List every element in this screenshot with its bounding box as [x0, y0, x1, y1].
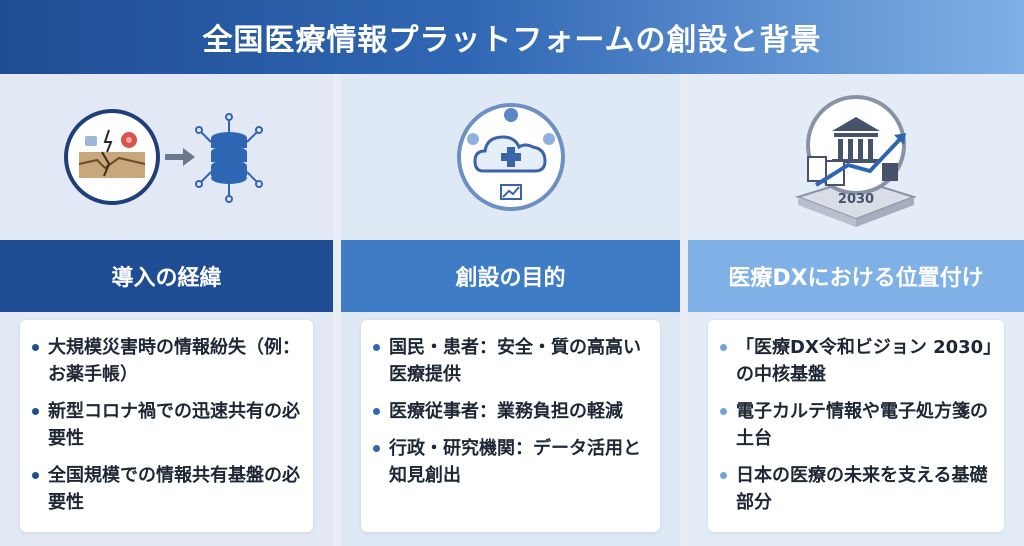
- year-label: 2030: [838, 192, 874, 207]
- column-heading: 導入の経緯: [0, 240, 333, 312]
- column-heading: 創設の目的: [341, 240, 680, 312]
- heading-purpose: 創設の目的: [455, 266, 566, 291]
- purpose-card: 国民・患者：安全・質の高高い医療提供 医療従事者：業務負担の軽減 行政・研究機関…: [361, 320, 660, 532]
- list-item: 新型コロナ禍での迅速共有の必要性: [32, 398, 303, 452]
- column-background: 導入の経緯 大規模災害時の情報紛失（例：お薬手帳） 新型コロナ禍での迅速共有の必…: [0, 74, 333, 546]
- heading-positioning: 医療DXにおける位置付け: [728, 266, 984, 291]
- icon-area: [341, 74, 680, 240]
- disaster-database-icon: [63, 109, 263, 205]
- list-item: 大規模災害時の情報紛失（例：お薬手帳）: [32, 334, 303, 388]
- list-item: 全国規模での情報共有基盤の必要性: [32, 462, 303, 516]
- icon-area: [0, 74, 333, 240]
- list-item: 国民・患者：安全・質の高高い医療提供: [373, 334, 650, 388]
- list-item: 「医療DX令和ビジョン 2030」の中核基盤: [720, 334, 994, 388]
- list-item: 電子カルテ情報や電子処方箋の土台: [720, 398, 994, 452]
- list-item: 医療従事者：業務負担の軽減: [373, 398, 650, 425]
- sparkle-icon: [968, 490, 1000, 522]
- positioning-card: 「医療DX令和ビジョン 2030」の中核基盤 電子カルテ情報や電子処方箋の土台 …: [708, 320, 1004, 532]
- background-card: 大規模災害時の情報紛失（例：お薬手帳） 新型コロナ禍での迅速共有の必要性 全国規…: [20, 320, 313, 532]
- heading-background: 導入の経緯: [111, 266, 222, 291]
- title-banner: 全国医療情報プラットフォームの創設と背景: [0, 0, 1024, 74]
- column-purpose: 創設の目的 国民・患者：安全・質の高高い医療提供 医療従事者：業務負担の軽減 行…: [341, 74, 680, 546]
- column-heading: 医療DXにおける位置付け: [688, 240, 1024, 312]
- page-title: 全国医療情報プラットフォームの創設と背景: [202, 23, 822, 58]
- cloud-medical-icon: [456, 103, 565, 211]
- building-growth-icon: 2030: [794, 95, 918, 227]
- column-positioning: 2030 医療DXにおける位置付け 「医療DX令和ビジョン 2030」の中核基盤…: [688, 74, 1024, 546]
- list-item: 日本の医療の未来を支える基礎部分: [720, 462, 994, 516]
- icon-area: 2030: [688, 74, 1024, 240]
- list-item: 行政・研究機関：データ活用と知見創出: [373, 435, 650, 489]
